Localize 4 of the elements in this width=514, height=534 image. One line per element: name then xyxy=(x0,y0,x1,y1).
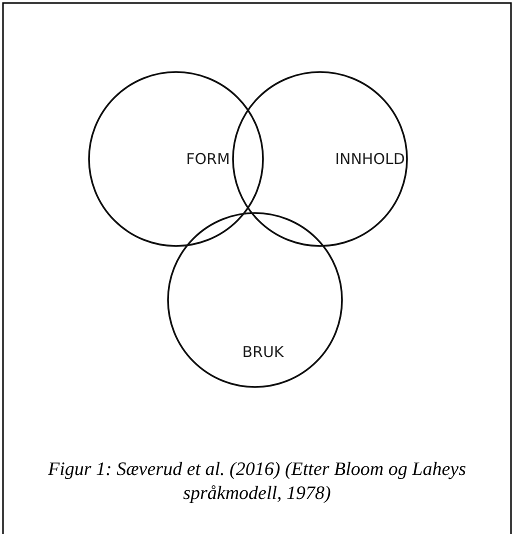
figure-caption: Figur 1: Sæverud et al. (2016) (Etter Bloom og Laheys språkmodell, 1978) xyxy=(47,458,467,506)
circle-label: INNHOLD xyxy=(335,150,405,168)
circle-label: FORM xyxy=(186,150,230,168)
circle-label: BRUK xyxy=(242,343,284,361)
